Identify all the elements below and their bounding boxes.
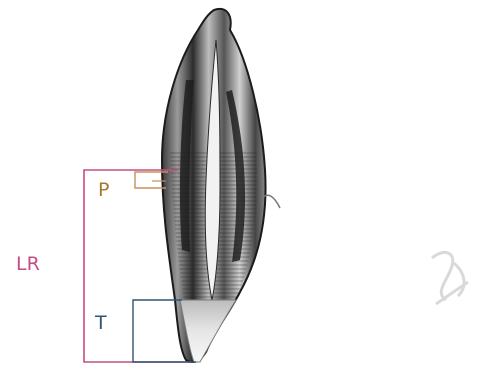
t-label: T [95, 314, 107, 333]
faint-scribble [432, 252, 468, 304]
p-label: P [98, 181, 109, 200]
lr-label: LR [16, 255, 40, 274]
